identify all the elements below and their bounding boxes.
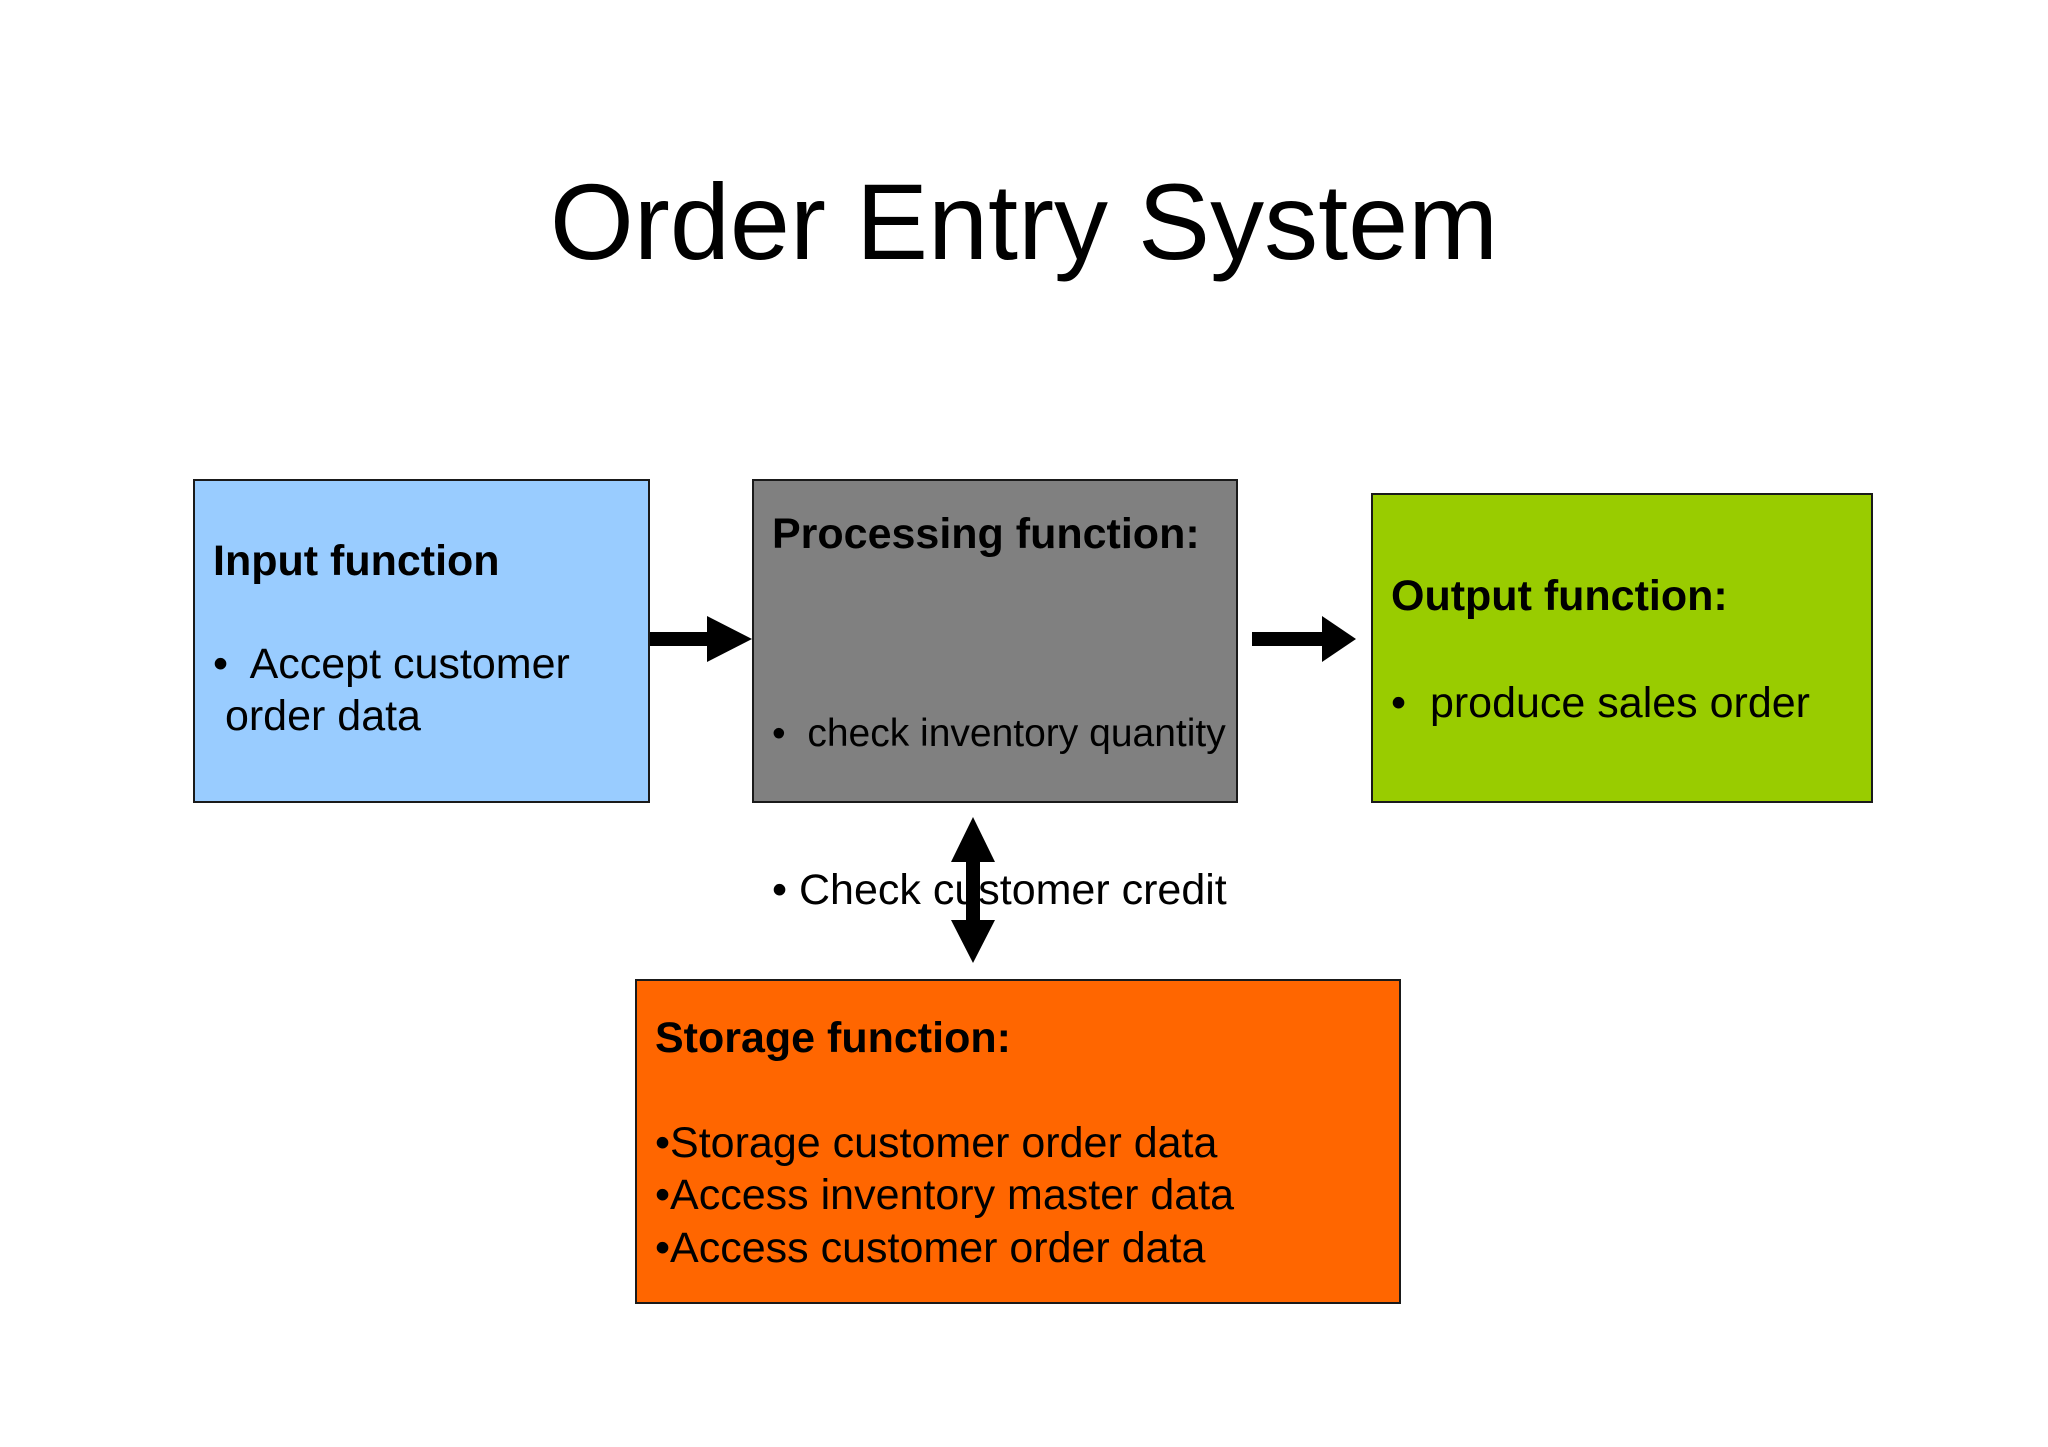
storage-function-heading: Storage function: [655,1014,1011,1062]
output-function-body: • produce sales order [1391,678,1810,727]
processing-item-credit: • Check customer credit [772,866,1227,914]
storage-function-box: Storage function: •Storage customer orde… [635,979,1401,1304]
processing-function-box: Processing function: • check inventory q… [752,479,1238,914]
processing-item-inventory: • check inventory quantity [772,712,1226,756]
storage-function-body: •Storage customer order data •Access inv… [655,1118,1235,1273]
arrow-processing-to-output [1252,616,1356,662]
diagram-title: Order Entry System [549,161,1499,282]
arrow-input-to-processing [650,616,752,662]
processing-function-heading: Processing function: [772,510,1200,558]
input-function-body: • Accept customer order data [213,639,570,741]
input-function-heading: Input function [213,537,500,585]
output-function-box: Output function: • produce sales order [1371,493,1873,803]
input-function-box: Input function • Accept customer order d… [193,479,650,803]
output-function-heading: Output function: [1391,572,1728,620]
